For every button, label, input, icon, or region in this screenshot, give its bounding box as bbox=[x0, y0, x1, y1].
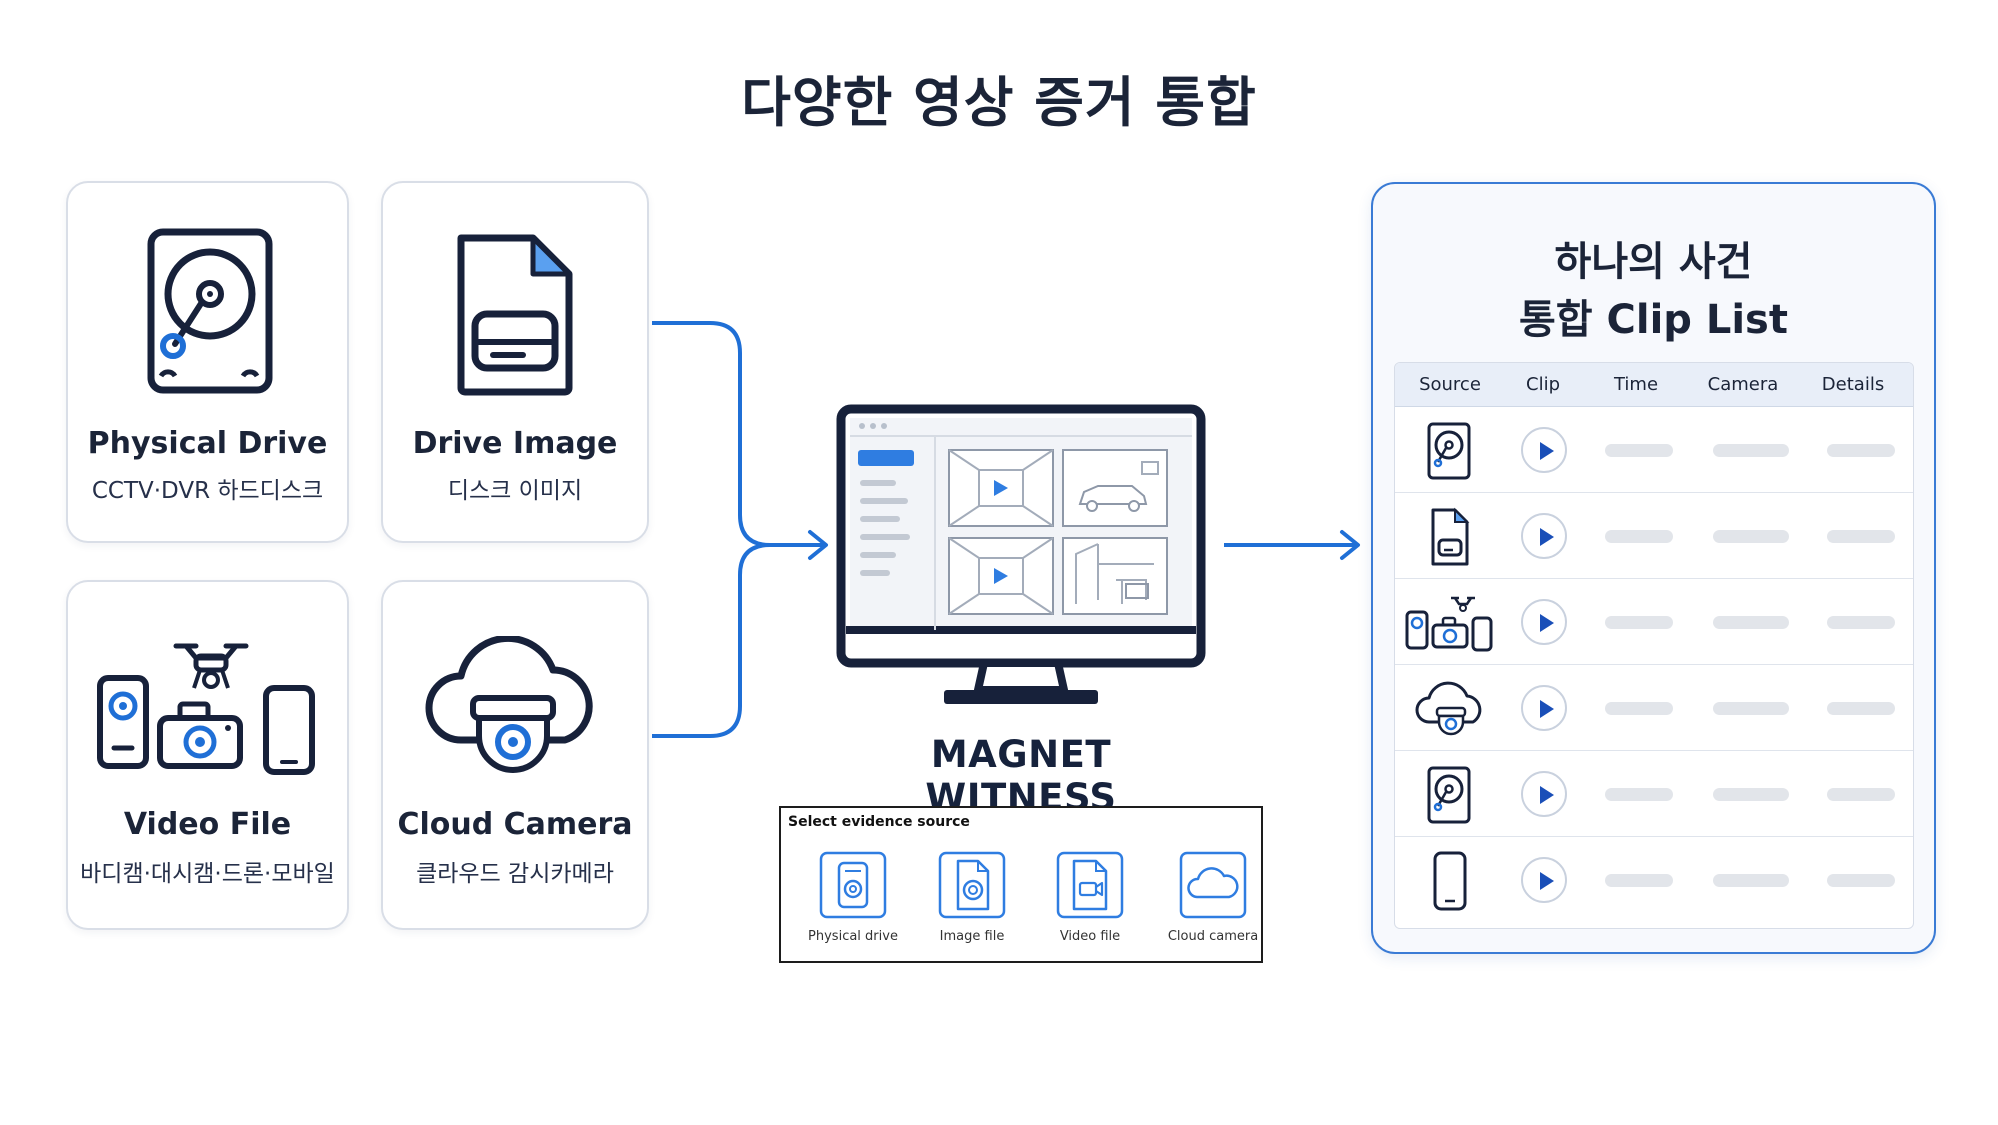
unified-clip-list-panel: 하나의 사건 통합 Clip List Source Clip Time Cam… bbox=[1371, 182, 1936, 954]
source-subtitle: 클라우드 감시카메라 bbox=[416, 861, 614, 887]
camera-placeholder bbox=[1713, 616, 1789, 629]
time-placeholder bbox=[1605, 616, 1673, 629]
video-file-icon bbox=[1056, 851, 1124, 919]
picker-option-image-file[interactable]: Image file bbox=[922, 851, 1022, 956]
hard-drive-icon bbox=[147, 228, 273, 394]
evidence-source-picker: Select evidence source Physical drive Im… bbox=[779, 806, 1263, 963]
source-card-physical-drive: Physical Drive CCTV·DVR 하드디스크 bbox=[66, 181, 349, 543]
table-row[interactable] bbox=[1395, 407, 1913, 493]
table-row[interactable] bbox=[1395, 751, 1913, 837]
play-clip-button[interactable] bbox=[1521, 599, 1567, 645]
clip-table-header: Source Clip Time Camera Details bbox=[1395, 363, 1913, 407]
cloud-icon bbox=[1179, 851, 1247, 919]
panel-title-line1: 하나의 사건 bbox=[1554, 239, 1753, 285]
camera-placeholder bbox=[1713, 702, 1789, 715]
table-row[interactable] bbox=[1395, 493, 1913, 579]
source-title: Physical Drive bbox=[87, 426, 328, 461]
video-devices-icon bbox=[1405, 596, 1493, 652]
picker-option-cloud-camera[interactable]: Cloud camera bbox=[1163, 851, 1263, 956]
time-placeholder bbox=[1605, 530, 1673, 543]
source-subtitle: CCTV·DVR 하드디스크 bbox=[91, 478, 324, 504]
picker-option-label: Cloud camera bbox=[1167, 929, 1259, 944]
time-placeholder bbox=[1605, 702, 1673, 715]
source-title: Cloud Camera bbox=[397, 807, 633, 842]
details-placeholder bbox=[1827, 616, 1895, 629]
monitor-icon bbox=[836, 404, 1206, 704]
play-clip-button[interactable] bbox=[1521, 427, 1567, 473]
hard-drive-icon bbox=[1427, 766, 1471, 824]
time-placeholder bbox=[1605, 788, 1673, 801]
cloud-camera-icon bbox=[425, 636, 593, 773]
details-placeholder bbox=[1827, 444, 1895, 457]
camera-placeholder bbox=[1713, 530, 1789, 543]
disk-image-file-icon bbox=[1431, 507, 1470, 566]
clip-table: Source Clip Time Camera Details bbox=[1394, 362, 1914, 929]
time-placeholder bbox=[1605, 444, 1673, 457]
picker-option-label: Video file bbox=[1059, 929, 1121, 944]
video-devices-icon bbox=[97, 643, 315, 775]
column-header-source[interactable]: Source bbox=[1419, 374, 1481, 395]
play-clip-button[interactable] bbox=[1521, 685, 1567, 731]
camera-placeholder bbox=[1713, 444, 1789, 457]
time-placeholder bbox=[1605, 874, 1673, 887]
physical-drive-icon bbox=[819, 851, 887, 919]
details-placeholder bbox=[1827, 530, 1895, 543]
table-row[interactable] bbox=[1395, 665, 1913, 751]
source-subtitle: 바디캠·대시캠·드론·모바일 bbox=[80, 861, 335, 887]
page-title: 다양한 영상 증거 통합 bbox=[741, 71, 1257, 134]
table-row[interactable] bbox=[1395, 837, 1913, 923]
picker-option-video-file[interactable]: Video file bbox=[1040, 851, 1140, 956]
camera-placeholder bbox=[1713, 874, 1789, 887]
table-row[interactable] bbox=[1395, 579, 1913, 665]
source-title: Drive Image bbox=[412, 426, 618, 461]
cloud-camera-icon bbox=[1415, 681, 1482, 736]
picker-option-label: Physical drive bbox=[808, 929, 898, 944]
column-header-time[interactable]: Time bbox=[1613, 374, 1659, 395]
details-placeholder bbox=[1827, 874, 1895, 887]
disk-image-file-icon bbox=[457, 234, 573, 396]
play-clip-button[interactable] bbox=[1521, 857, 1567, 903]
details-placeholder bbox=[1827, 788, 1895, 801]
source-title: Video File bbox=[123, 807, 292, 842]
hard-drive-icon bbox=[1427, 422, 1471, 480]
column-header-camera[interactable]: Camera bbox=[1707, 374, 1779, 395]
details-placeholder bbox=[1827, 702, 1895, 715]
source-card-cloud-camera: Cloud Camera 클라우드 감시카메라 bbox=[381, 580, 649, 930]
camera-placeholder bbox=[1713, 788, 1789, 801]
image-file-icon bbox=[938, 851, 1006, 919]
play-clip-button[interactable] bbox=[1521, 771, 1567, 817]
play-clip-button[interactable] bbox=[1521, 513, 1567, 559]
column-header-details[interactable]: Details bbox=[1821, 374, 1885, 395]
smartphone-icon bbox=[1433, 851, 1467, 911]
panel-title-line2: 통합 Clip List bbox=[1519, 297, 1788, 343]
source-card-video-file: Video File 바디캠·대시캠·드론·모바일 bbox=[66, 580, 349, 930]
picker-title: Select evidence source bbox=[788, 814, 970, 830]
source-subtitle: 디스크 이미지 bbox=[447, 478, 583, 504]
column-header-clip[interactable]: Clip bbox=[1526, 374, 1560, 395]
picker-option-physical-drive[interactable]: Physical drive bbox=[803, 851, 903, 956]
picker-option-label: Image file bbox=[939, 929, 1005, 944]
source-card-drive-image: Drive Image 디스크 이미지 bbox=[381, 181, 649, 543]
